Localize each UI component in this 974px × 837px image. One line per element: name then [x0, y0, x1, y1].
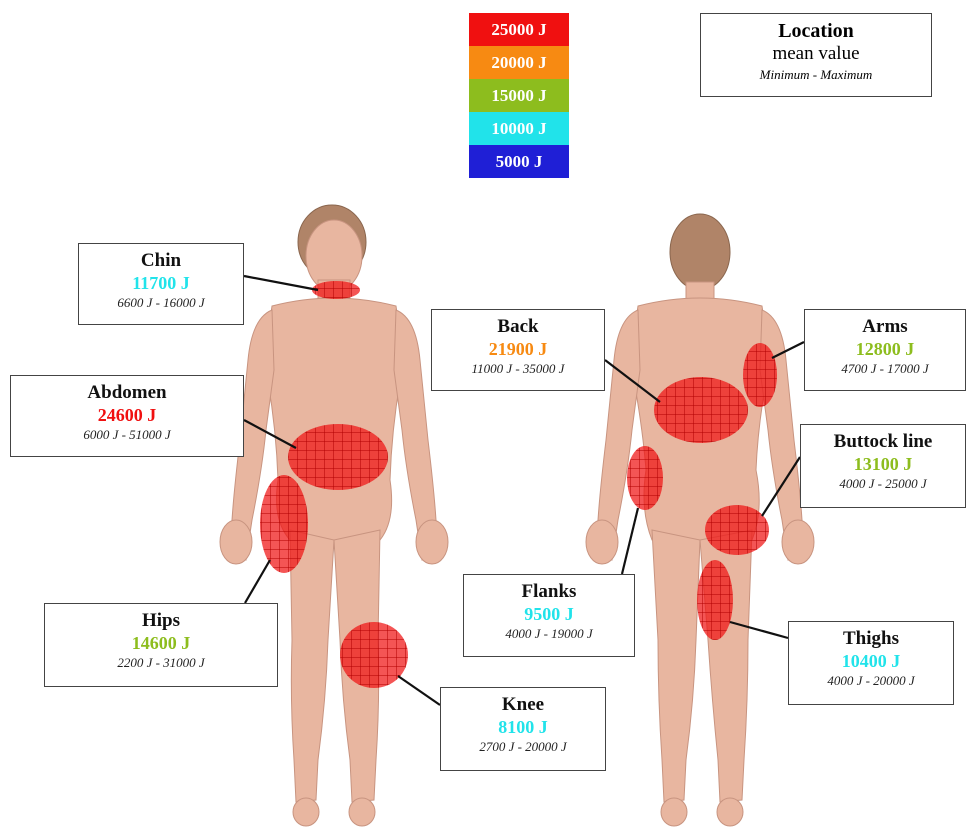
- location-range: 2200 J - 31000 J: [45, 654, 277, 672]
- location-range: 6600 J - 16000 J: [79, 294, 243, 312]
- legend-key-box: Location mean value Minimum - Maximum: [700, 13, 932, 97]
- location-name: Buttock line: [801, 431, 965, 453]
- location-range: 4700 J - 17000 J: [805, 360, 965, 378]
- key-range-label: Minimum - Maximum: [701, 65, 931, 85]
- knee-zone: [340, 622, 408, 688]
- location-box-back: Back 21900 J 11000 J - 35000 J: [431, 309, 605, 391]
- legend-item-25000: 25000 J: [469, 13, 569, 46]
- back-zone: [654, 377, 748, 443]
- thighs-zone: [697, 560, 733, 640]
- key-mean-label: mean value: [701, 43, 931, 65]
- location-box-thighs: Thighs 10400 J 4000 J - 20000 J: [788, 621, 954, 705]
- location-name: Chin: [79, 250, 243, 272]
- hips-zone: [260, 475, 308, 573]
- location-name: Knee: [441, 694, 605, 716]
- location-mean: 13100 J: [801, 453, 965, 475]
- legend-item-15000: 15000 J: [469, 79, 569, 112]
- chin-connector: [244, 276, 318, 290]
- location-mean: 11700 J: [79, 272, 243, 294]
- location-box-chin: Chin 11700 J 6600 J - 16000 J: [78, 243, 244, 325]
- location-name: Arms: [805, 316, 965, 338]
- flanks-connector: [622, 508, 638, 574]
- location-mean: 12800 J: [805, 338, 965, 360]
- location-box-arms: Arms 12800 J 4700 J - 17000 J: [804, 309, 966, 391]
- location-mean: 24600 J: [11, 404, 243, 426]
- location-name: Abdomen: [11, 382, 243, 404]
- location-mean: 14600 J: [45, 632, 277, 654]
- buttock-zone: [705, 505, 769, 555]
- location-mean: 10400 J: [789, 650, 953, 672]
- location-mean: 8100 J: [441, 716, 605, 738]
- location-range: 4000 J - 19000 J: [464, 625, 634, 643]
- location-range: 2700 J - 20000 J: [441, 738, 605, 756]
- back-body: [586, 214, 814, 826]
- location-range: 4000 J - 25000 J: [801, 475, 965, 493]
- location-box-abdomen: Abdomen 24600 J 6000 J - 51000 J: [10, 375, 244, 457]
- location-range: 4000 J - 20000 J: [789, 672, 953, 690]
- location-name: Hips: [45, 610, 277, 632]
- location-name: Flanks: [464, 581, 634, 603]
- knee-connector: [398, 676, 440, 705]
- location-range: 11000 J - 35000 J: [432, 360, 604, 378]
- chin-zone: [312, 281, 360, 299]
- legend-item-5000: 5000 J: [469, 145, 569, 178]
- legend-item-10000: 10000 J: [469, 112, 569, 145]
- location-box-buttock-line: Buttock line 13100 J 4000 J - 25000 J: [800, 424, 966, 508]
- location-box-hips: Hips 14600 J 2200 J - 31000 J: [44, 603, 278, 687]
- location-name: Thighs: [789, 628, 953, 650]
- location-mean: 9500 J: [464, 603, 634, 625]
- location-mean: 21900 J: [432, 338, 604, 360]
- location-box-flanks: Flanks 9500 J 4000 J - 19000 J: [463, 574, 635, 657]
- flanks-zone: [627, 446, 663, 510]
- legend-item-20000: 20000 J: [469, 46, 569, 79]
- key-title: Location: [701, 20, 931, 43]
- location-name: Back: [432, 316, 604, 338]
- location-box-knee: Knee 8100 J 2700 J - 20000 J: [440, 687, 606, 771]
- hips-connector: [245, 560, 270, 603]
- location-range: 6000 J - 51000 J: [11, 426, 243, 444]
- arms-zone: [743, 343, 777, 407]
- abdomen-zone: [288, 424, 388, 490]
